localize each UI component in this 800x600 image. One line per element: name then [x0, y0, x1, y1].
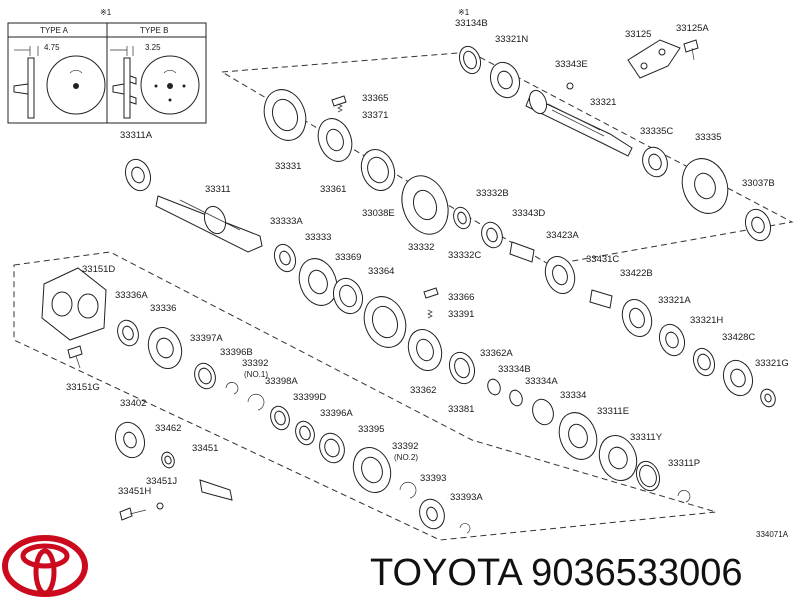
label-33393: 33393 [420, 473, 446, 484]
label-33333: 33333 [305, 232, 331, 243]
label-33311A: 33311A [120, 130, 153, 141]
brand-part-number: TOYOTA 9036533006 [370, 552, 743, 594]
label-33333A: 33333A [270, 216, 303, 227]
label-33321H: 33321H [690, 315, 723, 326]
label-33462: 33462 [155, 423, 181, 434]
lower-left-group [41, 267, 471, 534]
label-33397A: 33397A [190, 333, 223, 344]
label-33391: 33391 [448, 309, 474, 320]
label-33399D: 33399D [293, 392, 326, 403]
counter-shaft-group [458, 39, 772, 242]
label-33343D: 33343D [512, 208, 545, 219]
input-shaft-group [124, 158, 691, 503]
label-33392-no2-note: (NO.2) [394, 453, 418, 462]
label-33381: 33381 [448, 404, 474, 415]
label-33371: 33371 [362, 110, 388, 121]
label-33392-no1: 33392 [242, 358, 268, 369]
type-inset-box: ※1 TYPE A TYPE B 4.75 3.25 [7, 8, 207, 124]
label-33336: 33336 [150, 303, 176, 314]
label-33311P: 33311P [668, 458, 700, 469]
label-33395: 33395 [358, 424, 384, 435]
label-33396B: 33396B [220, 347, 253, 358]
label-33392-no2: 33392 [392, 441, 418, 452]
toyota-logo-icon [2, 535, 88, 597]
label-33151D: 33151D [82, 264, 115, 275]
note-mark-right: ※1 [458, 8, 470, 17]
label-33125: 33125 [625, 29, 651, 40]
dim-a-value: 4.75 [44, 43, 60, 52]
label-33332B: 33332B [476, 188, 509, 199]
dim-b-value: 3.25 [145, 43, 161, 52]
label-33134B: 33134B [455, 18, 488, 29]
label-33398A: 33398A [265, 376, 298, 387]
label-33321N: 33321N [495, 34, 528, 45]
label-33365: 33365 [362, 93, 388, 104]
label-33125A: 33125A [676, 23, 709, 34]
label-33321: 33321 [590, 97, 616, 108]
label-33334: 33334 [560, 390, 586, 401]
label-33422B: 33422B [620, 268, 653, 279]
type-a-label: TYPE A [40, 26, 69, 35]
label-33423A: 33423A [546, 230, 579, 241]
label-33311E: 33311E [597, 406, 629, 417]
label-33361: 33361 [320, 184, 346, 195]
label-33402: 33402 [120, 398, 146, 409]
upper-gear-train [263, 89, 776, 408]
label-33451H: 33451H [118, 486, 151, 497]
label-33392-no1-note: (NO.1) [244, 370, 268, 379]
note-mark-left: ※1 [100, 8, 112, 17]
label-33369: 33369 [335, 252, 361, 263]
label-33362: 33362 [410, 385, 436, 396]
label-33366: 33366 [448, 292, 474, 303]
label-33362A: 33362A [480, 348, 513, 359]
label-33336A: 33336A [115, 290, 148, 301]
label-33396A: 33396A [320, 408, 353, 419]
type-b-label: TYPE B [140, 26, 168, 35]
label-33151G: 33151G [66, 382, 100, 393]
label-33038E: 33038E [362, 208, 395, 219]
label-33335: 33335 [695, 132, 721, 143]
label-33037B: 33037B [742, 178, 775, 189]
label-33451J: 33451J [146, 476, 177, 487]
label-33311: 33311 [205, 184, 231, 195]
label-33332: 33332 [408, 242, 434, 253]
label-33334A: 33334A [525, 376, 558, 387]
label-33364: 33364 [368, 266, 394, 277]
label-33332C: 33332C [448, 250, 481, 261]
label-33321A: 33321A [658, 295, 691, 306]
label-33451: 33451 [192, 443, 218, 454]
label-33335C: 33335C [640, 126, 673, 137]
label-33431C: 33431C [586, 254, 619, 265]
label-33331: 33331 [275, 161, 301, 172]
label-33321G: 33321G [755, 358, 789, 369]
label-33343E: 33343E [555, 59, 588, 70]
part-labels: ※1 33134B 33321N 33125 33125A 33343E 333… [66, 8, 789, 539]
label-33428C: 33428C [722, 332, 755, 343]
label-33311Y: 33311Y [630, 432, 663, 443]
label-33393A: 33393A [450, 492, 483, 503]
label-33334B: 33334B [498, 364, 531, 375]
diagram-reference-number: 334071A [756, 530, 789, 539]
